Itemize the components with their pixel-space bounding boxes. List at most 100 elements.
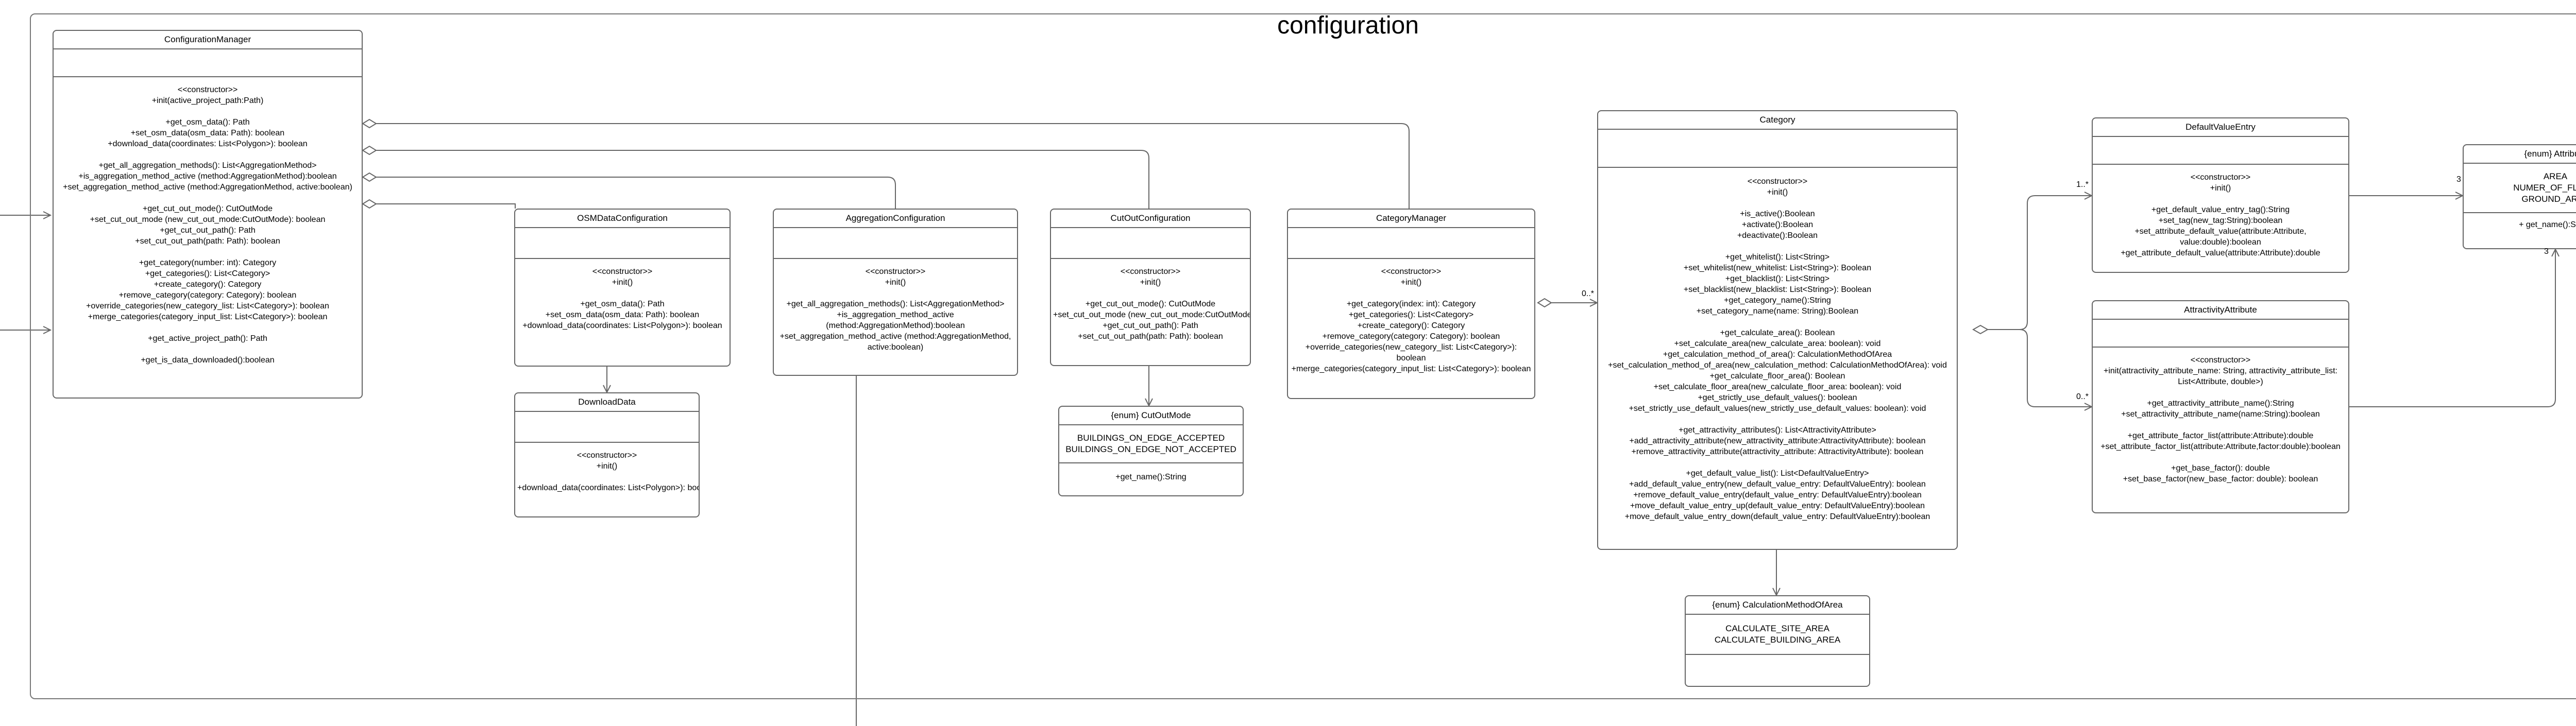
class-operations: <<constructor>>+init()+get_all_aggregati… xyxy=(774,259,1017,356)
class-name: DefaultValueEntry xyxy=(2093,118,2348,137)
operation: <<constructor>> xyxy=(1381,267,1442,276)
operation xyxy=(2095,452,2346,463)
enum-cut-out-mode[interactable]: {enum} CutOutMode BUILDINGS_ON_EDGE_ACCE… xyxy=(1058,406,1244,496)
class-operations: <<constructor>>+init(attractivity_attrib… xyxy=(2093,348,2348,488)
operation: +get_base_factor(): double xyxy=(2171,464,2270,473)
operation: +download_data(coordinates: List<Polygon… xyxy=(517,483,700,492)
operation xyxy=(1600,241,1955,252)
operation: +add_attractivity_attribute(new_attracti… xyxy=(1629,437,1926,445)
class-operations: <<constructor>>+init()+get_osm_data(): P… xyxy=(515,259,730,334)
operation xyxy=(1600,317,1955,327)
operation xyxy=(56,149,360,160)
operation: +get_osm_data(): Path xyxy=(165,118,250,127)
operation: +merge_categories(category_input_list: L… xyxy=(1291,365,1531,373)
operation: <<constructor>> xyxy=(577,451,637,460)
class-operations: <<constructor>>+init()+get_cut_out_mode(… xyxy=(1051,259,1250,345)
class-operations: <<constructor>>+init()+download_data(coo… xyxy=(515,443,699,496)
operation: <<constructor>> xyxy=(177,85,238,94)
operation: +move_default_value_entry_up(default_val… xyxy=(1630,502,1925,510)
operation: +set_osm_data(osm_data: Path): boolean xyxy=(130,129,285,137)
operation: +merge_categories(category_input_list: L… xyxy=(88,313,328,321)
operation: +init(active_project_path:Path) xyxy=(151,96,264,105)
operation: +remove_category(category: Category): bo… xyxy=(118,291,297,300)
operation: +download_data(coordinates: List<Polygon… xyxy=(108,140,308,148)
operation: +move_default_value_entry_down(default_v… xyxy=(1624,512,1930,521)
operation: +set_blacklist(new_blacklist: List<Strin… xyxy=(1683,285,1872,294)
operation: +override_categories(new_category_list: … xyxy=(1305,343,1517,362)
operation: +get_cut_out_mode(): CutOutMode xyxy=(142,204,273,213)
class-name: OSMDataConfiguration xyxy=(515,210,730,228)
class-attributes xyxy=(515,412,699,443)
operation xyxy=(56,247,360,257)
operation: +set_calculation_method_of_area(new_calc… xyxy=(1608,361,1947,370)
class-operations: <<constructor>> +init() +get_category(inde… xyxy=(1288,259,1534,377)
package-frame xyxy=(30,13,2576,699)
class-name: ConfigurationManager xyxy=(54,31,362,49)
enum-value: CALCULATE_BUILDING_AREA xyxy=(1714,635,1841,645)
operation: +get_attribute_default_value(attribute:A… xyxy=(2121,249,2320,257)
operation: + get_name():String xyxy=(2519,220,2576,229)
class-operations: <<constructor>> +init(active_project_path… xyxy=(54,77,362,369)
operation xyxy=(1600,198,1955,209)
operation: +set_cut_out_mode (new_cut_out_mode:CutO… xyxy=(1053,310,1251,319)
class-category[interactable]: Category <<constructor>> +init() +is_activ… xyxy=(1597,110,1958,550)
diamond-config-1 xyxy=(362,118,377,129)
class-attributes xyxy=(1051,228,1250,259)
operation xyxy=(56,322,360,333)
operation: +is_aggregation_method_active (method:Ag… xyxy=(826,310,965,330)
operation: <<constructor>> xyxy=(2190,173,2251,182)
operation xyxy=(56,344,360,355)
class-cut-out-configuration[interactable]: CutOutConfiguration <<constructor>>+init… xyxy=(1050,209,1251,366)
class-configuration-manager[interactable]: ConfigurationManager <<constructor>> +ini… xyxy=(53,30,363,399)
enum-name: {enum} CutOutMode xyxy=(1059,407,1243,425)
class-operations: <<constructor>>+init()+get_default_value… xyxy=(2093,165,2348,262)
operation: +init() xyxy=(1767,188,1788,197)
operation: +get_cut_out_path(): Path xyxy=(160,226,256,235)
diamond-config-4 xyxy=(362,199,377,209)
enum-value: NUMER_OF_FLOOR xyxy=(2513,183,2576,193)
operation: +is_active():Boolean xyxy=(1740,210,1815,218)
operation: +get_calculate_floor_area(): Boolean xyxy=(1709,372,1845,381)
enum-operations xyxy=(1686,655,1869,661)
operation xyxy=(776,288,1015,299)
operation: +set_aggregation_method_active (method:A… xyxy=(779,332,1011,352)
operation: +deactivate():Boolean xyxy=(1737,231,1818,240)
operation: +remove_attractivity_attribute(attractiv… xyxy=(1631,447,1924,456)
class-category-manager[interactable]: CategoryManager <<constructor>> +init() +g… xyxy=(1287,209,1535,399)
class-name: CutOutConfiguration xyxy=(1051,210,1250,228)
enum-attribute[interactable]: {enum} Attribute AREANUMER_OF_FLOORGROUN… xyxy=(2463,144,2576,249)
operation: +get_cut_out_path(): Path xyxy=(1103,321,1198,330)
class-osm-data-configuration[interactable]: OSMDataConfiguration <<constructor>>+ini… xyxy=(514,209,731,367)
class-download-data[interactable]: DownloadData <<constructor>>+init()+down… xyxy=(514,392,700,517)
class-attractivity-attribute[interactable]: AttractivityAttribute <<constructor>>+in… xyxy=(2092,300,2349,513)
operation xyxy=(1290,288,1532,299)
operation: +get_categories(): List<Category> xyxy=(145,269,270,278)
operation: +set_category_name(name: String):Boolean xyxy=(1696,307,1859,316)
operation: <<constructor>> xyxy=(1747,177,1808,186)
enum-operations: + get_name():String xyxy=(2464,213,2576,233)
agg-category-defaultvalue xyxy=(1973,195,2092,330)
class-name: CategoryManager xyxy=(1288,210,1534,228)
enum-calculation-method-of-area[interactable]: {enum} CalculationMethodOfArea CALCULATE… xyxy=(1685,595,1870,687)
operation: +init() xyxy=(1400,278,1422,287)
dep-attractivity-attribute xyxy=(2349,249,2556,407)
operation: +add_default_value_entry(new_default_val… xyxy=(1629,480,1926,489)
operation: +set_calculate_area(new_calculate_area: … xyxy=(1674,339,1881,348)
operation: +set_attribute_factor_list(attribute:Att… xyxy=(2100,442,2341,451)
class-attributes xyxy=(54,49,362,77)
class-aggregation-configuration[interactable]: AggregationConfiguration <<constructor>>… xyxy=(773,209,1018,376)
class-name: Category xyxy=(1598,111,1957,130)
operation: +init() xyxy=(1140,278,1161,287)
multiplicity-attribute-bottom: 3 xyxy=(2544,247,2549,256)
enum-value: BUILDINGS_ON_EDGE_ACCEPTED xyxy=(1077,433,1225,443)
operation: +set_attribute_default_value(attribute:A… xyxy=(2134,227,2307,247)
operation: +get_category(index: int): Category xyxy=(1346,300,1476,308)
operation: +set_base_factor(new_base_factor: double… xyxy=(2123,475,2318,483)
enum-value: GROUND_AREA xyxy=(2521,194,2576,204)
diamond-categorymanager xyxy=(1537,298,1552,308)
class-default-value-entry[interactable]: DefaultValueEntry <<constructor>>+init()… xyxy=(2092,117,2349,273)
agg-config-osmdata xyxy=(376,203,516,209)
operation: +create_category(): Category xyxy=(1357,321,1465,330)
operation: +download_data(coordinates: List<Polygon… xyxy=(522,321,722,330)
